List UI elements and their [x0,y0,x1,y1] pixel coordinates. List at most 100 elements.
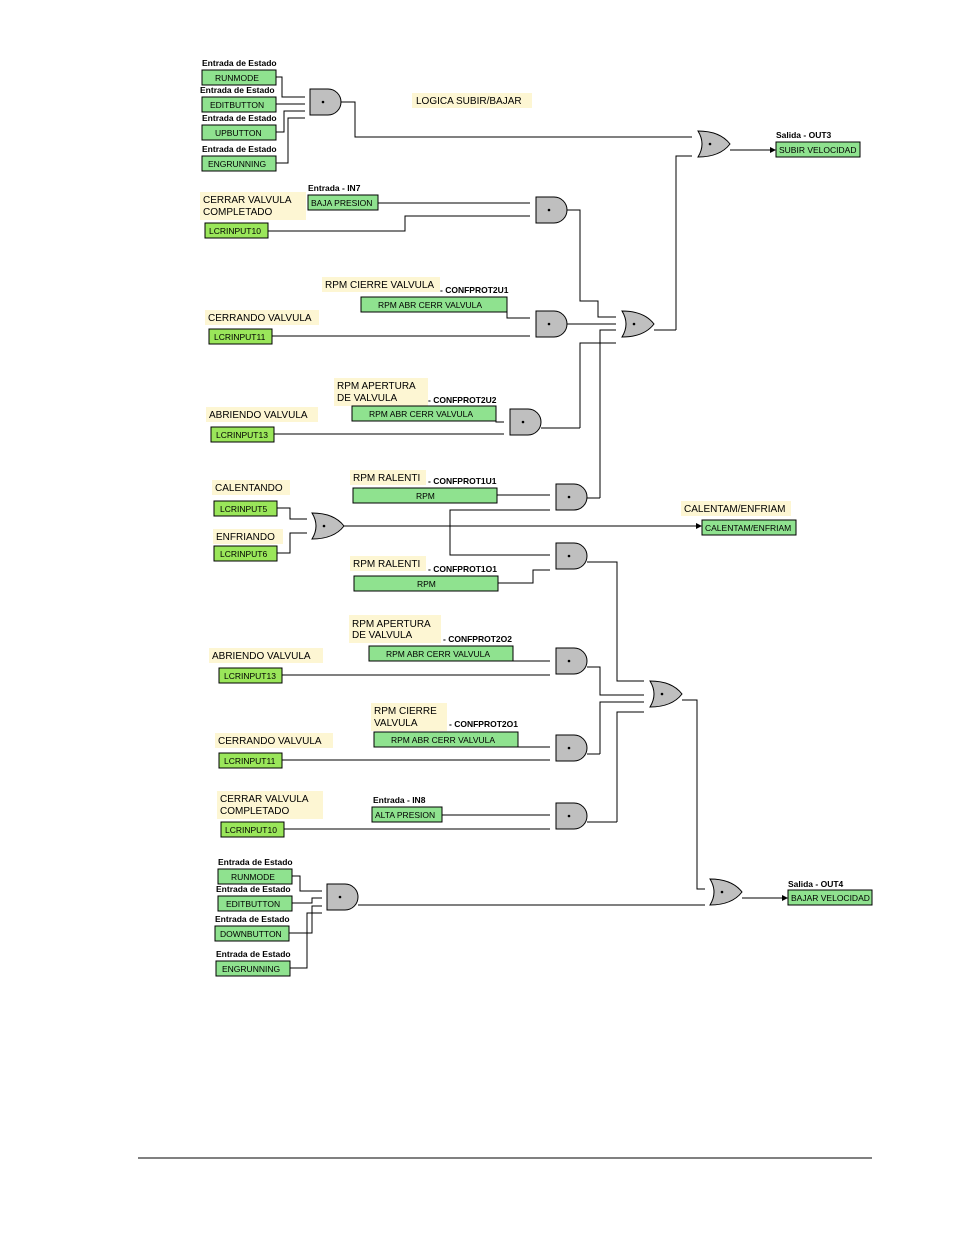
subir-velocidad-box[interactable] [775,141,861,158]
cerrando-valvula-note [205,310,319,325]
calentando-note [212,480,290,495]
valvula-text: VALVULA [374,718,418,729]
runmode-label: RUNMODE [231,872,275,882]
engrunning-label: ENGRUNNING [222,964,280,974]
calentam-enfriam-label: CALENTAM/ENFRIAM [705,523,791,533]
state-input-label: Entrada de Estado [216,949,291,959]
cerrar-valvula-note [200,192,306,220]
or-gate-out3 [697,130,731,158]
and-gate-rpm-cierre [535,310,568,338]
de-valvula-text: DE VALVULA [352,630,413,641]
and-gate-apertura-o2 [555,647,588,675]
confprot1o1: - CONFPROT1O1 [428,564,497,574]
abriendo-valvula-text: ABRIENDO VALVULA [209,410,308,421]
state-input-label: Entrada de Estado [215,914,290,924]
state-input-label: Entrada de Estado [200,85,275,95]
completado-text: COMPLETADO [220,806,289,817]
rpm-cierre-text: RPM CIERRE [374,706,437,717]
rpm-abr-cerr-box-2[interactable] [351,405,497,422]
rpm-abr-cerr-label: RPM ABR CERR VALVULA [386,649,490,659]
and-gate-up [309,88,342,116]
or-gate-bajar [649,680,683,708]
cerrando-valvula-note-2 [215,733,333,748]
downbutton-label: DOWNBUTTON [220,929,282,939]
confprot2o1: - CONFPROT2O1 [449,719,518,729]
abriendo-valvula-note [206,407,318,422]
cerrando-valvula-text: CERRANDO VALVULA [208,313,312,324]
rpm-abr-cerr-label: RPM ABR CERR VALVULA [378,300,482,310]
and-gate-cierre-o1 [555,734,588,762]
runmode-label: RUNMODE [215,73,259,83]
and-gate-rpm-apertura [509,408,542,436]
rpm-label: RPM [417,579,436,589]
and-gate-down [326,883,359,911]
out3-caption: Salida - OUT3 [776,130,832,140]
rpm-apertura-text: RPM APERTURA [337,381,416,392]
or-gate-calentam [311,512,345,540]
cerrar-valvula-text: CERRAR VALVULA [220,794,309,805]
lcrinput13-label: LCRINPUT13 [216,430,268,440]
rpm-apertura-text: RPM APERTURA [352,619,431,630]
rpm-ralenti-text: RPM RALENTI [353,559,420,570]
rpm-abr-cerr-box-1[interactable] [360,296,508,313]
rpm-ralenti-note-1 [350,470,426,485]
or-gate-subir [621,310,655,338]
or-gate-out4 [709,878,743,906]
lcrinput13-label: LCRINPUT13 [224,671,276,681]
subir-velocidad-label: SUBIR VELOCIDAD [779,145,856,155]
state-input-label: Entrada de Estado [216,884,291,894]
upbutton-label: UPBUTTON [215,128,262,138]
engrunning-label: ENGRUNNING [208,159,266,169]
lcrinput11-label: LCRINPUT11 [214,332,266,342]
calentando-text: CALENTANDO [215,483,283,494]
state-input-label: Entrada de Estado [202,113,277,123]
rpm-apertura-note [334,378,428,406]
baja-presion-label: BAJA PRESION [311,198,372,208]
de-valvula-text: DE VALVULA [337,393,398,404]
rpm-cierre-valvula-text: RPM CIERRE VALVULA [325,280,434,291]
confprot2u2: - CONFPROT2U2 [428,395,497,405]
state-input-label: Entrada de Estado [218,857,293,867]
bajar-velocidad-label: BAJAR VELOCIDAD [791,893,870,903]
abriendo-valvula-text: ABRIENDO VALVULA [212,651,311,662]
enfriando-text: ENFRIANDO [216,532,275,543]
lcrinput5-label: LCRINPUT5 [220,504,268,514]
rpm-cierre-valvula-note [322,277,440,292]
calentam-enfriam-text: CALENTAM/ENFRIAM [684,504,786,515]
state-input-label: Entrada de Estado [202,58,277,68]
enfriando-note [213,529,283,544]
lcrinput11-label: LCRINPUT11 [224,756,276,766]
lcrinput10-label: LCRINPUT10 [209,226,261,236]
cerrar-valvula-text: CERRAR VALVULA [203,195,292,206]
state-input-label: Entrada de Estado [202,144,277,154]
confprot1u1: - CONFPROT1U1 [428,476,497,486]
confprot2u1: - CONFPROT2U1 [440,285,509,295]
and-gate-ralenti-o1 [555,542,588,570]
bajar-velocidad-box[interactable] [787,889,873,906]
cerrar-valvula-note-2 [217,791,323,819]
out4-caption: Salida - OUT4 [788,879,844,889]
editbutton-label: EDITBUTTON [210,100,264,110]
rpm-abr-cerr-label: RPM ABR CERR VALVULA [369,409,473,419]
rpm-abr-cerr-label: RPM ABR CERR VALVULA [391,735,495,745]
and-gate-ralenti-u1 [555,483,588,511]
calentam-enfriam-box[interactable] [701,519,797,536]
lcrinput6-label: LCRINPUT6 [220,549,268,559]
rpm-ralenti-note-2 [350,556,426,571]
confprot2o2: - CONFPROT2O2 [443,634,512,644]
rpm-apertura-note-2 [349,615,441,643]
completado-text: COMPLETADO [203,207,272,218]
title-box [412,93,532,108]
abriendo-valvula-note-2 [209,648,323,663]
and-gate-alta-presion [555,802,588,830]
page-title: LOGICA SUBIR/BAJAR [416,96,522,107]
alta-presion-label: ALTA PRESION [375,810,435,820]
rpm-ralenti-text: RPM RALENTI [353,473,420,484]
calentam-enfriam-note [681,501,791,516]
lcrinput10-label: LCRINPUT10 [225,825,277,835]
rpm-cierre-note [371,703,447,731]
and-gate-baja-presion [535,196,568,224]
in8-caption: Entrada - IN8 [373,795,426,805]
in7-caption: Entrada - IN7 [308,183,361,193]
cerrando-valvula-text: CERRANDO VALVULA [218,736,322,747]
